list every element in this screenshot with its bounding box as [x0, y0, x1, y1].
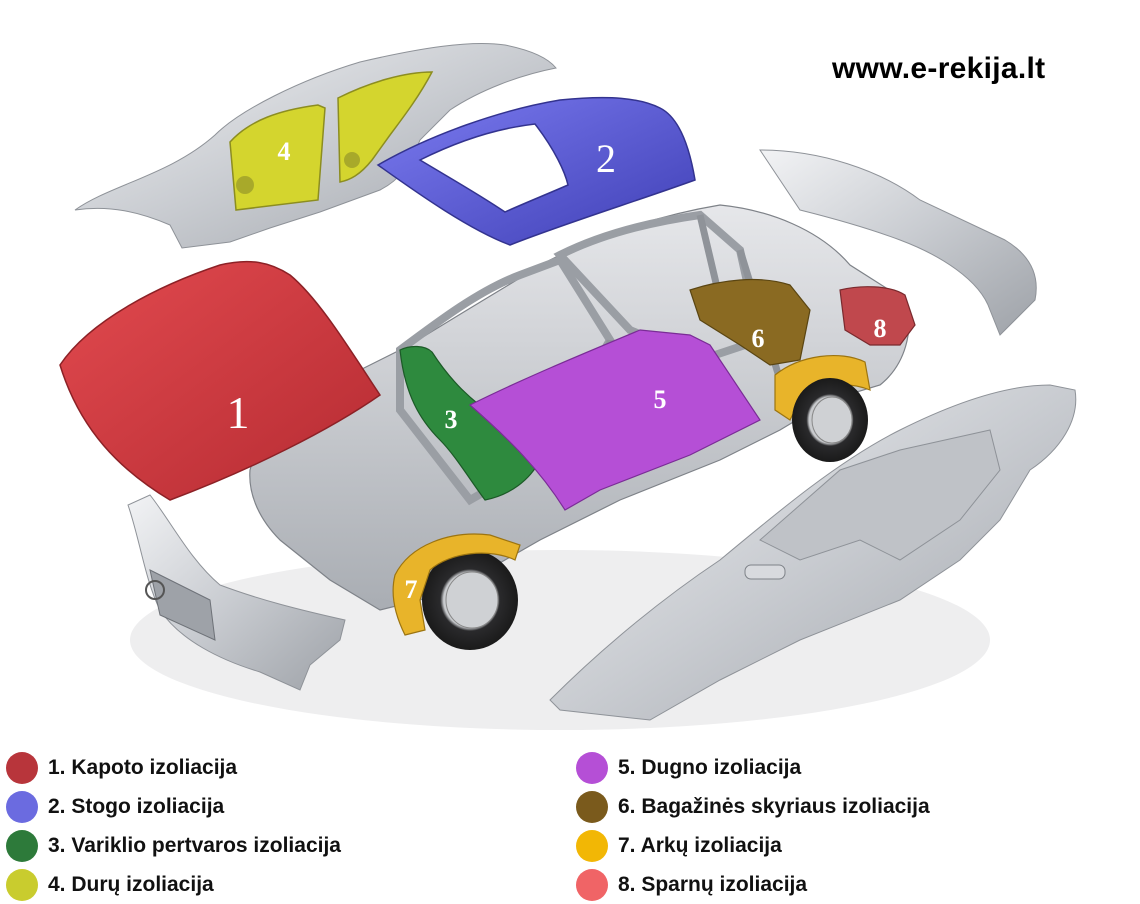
legend-item: 3. Variklio pertvaros izoliacija: [6, 826, 566, 865]
legend-label: 6. Bagažinės skyriaus izoliacija: [618, 795, 930, 819]
legend-item: 6. Bagažinės skyriaus izoliacija: [576, 787, 1136, 826]
marker-1: 1: [227, 387, 250, 438]
legend-label: 4. Durų izoliacija: [48, 873, 214, 897]
legend-item: 5. Dugno izoliacija: [576, 748, 1136, 787]
legend-color-dot: [576, 830, 608, 862]
marker-2: 2: [596, 136, 616, 181]
legend-color-dot: [6, 752, 38, 784]
legend-item: 4. Durų izoliacija: [6, 865, 566, 904]
legend-left: 1. Kapoto izoliacija 2. Stogo izoliacija…: [6, 748, 566, 904]
legend-label: 1. Kapoto izoliacija: [48, 756, 237, 780]
legend-color-dot: [576, 752, 608, 784]
marker-5: 5: [654, 385, 667, 414]
legend-item: 8. Sparnų izoliacija: [576, 865, 1136, 904]
marker-6: 6: [752, 324, 765, 353]
legend-right: 5. Dugno izoliacija 6. Bagažinės skyriau…: [576, 748, 1136, 904]
legend-color-dot: [6, 869, 38, 901]
legend-item: 7. Arkų izoliacija: [576, 826, 1136, 865]
marker-8: 8: [874, 314, 887, 343]
legend-label: 5. Dugno izoliacija: [618, 756, 801, 780]
legend-label: 3. Variklio pertvaros izoliacija: [48, 834, 341, 858]
legend-color-dot: [576, 869, 608, 901]
legend-label: 7. Arkų izoliacija: [618, 834, 782, 858]
legend-label: 2. Stogo izoliacija: [48, 795, 224, 819]
legend-color-dot: [6, 830, 38, 862]
marker-4: 4: [278, 137, 291, 166]
legend-color-dot: [576, 791, 608, 823]
marker-7: 7: [405, 575, 418, 604]
legend-item: 2. Stogo izoliacija: [6, 787, 566, 826]
rear-wheel: [792, 378, 868, 462]
legend-label: 8. Sparnų izoliacija: [618, 873, 807, 897]
legend-item: 1. Kapoto izoliacija: [6, 748, 566, 787]
legend-color-dot: [6, 791, 38, 823]
marker-3: 3: [445, 405, 458, 434]
website-watermark: www.e-rekija.lt: [832, 52, 1045, 86]
